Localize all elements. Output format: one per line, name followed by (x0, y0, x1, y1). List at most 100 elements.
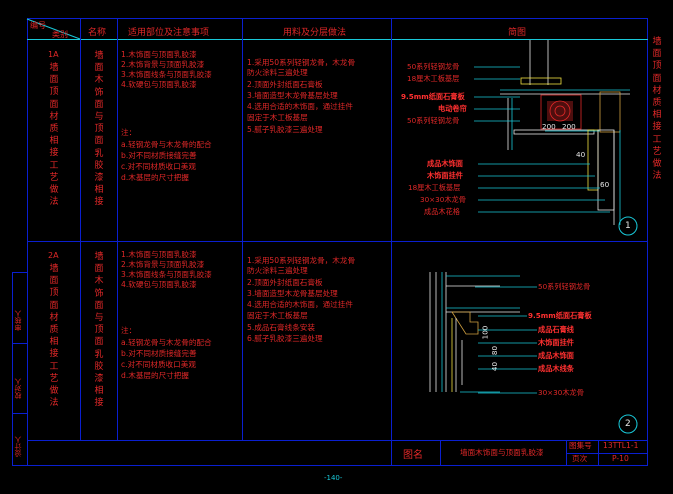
method-line: 防火涂料三遍处理 (247, 266, 308, 275)
method-line: 5.腻子乳胶漆三遍处理 (247, 125, 323, 134)
footer-col-1 (440, 440, 441, 466)
method-line: 4.选用合适的木饰面，通过挂件 (247, 102, 353, 111)
frame-top (27, 18, 648, 19)
callout: 50系列轻钢龙骨 (407, 62, 460, 71)
callout: 9.5mm纸面石膏板 (401, 92, 465, 101)
note-line: c.对不同材质收口美观 (121, 360, 196, 369)
method-line: 1.采用50系列轻钢龙骨，木龙骨 (247, 58, 356, 67)
drawing-label: 图名 (403, 450, 423, 461)
header-scope: 适用部位及注意事项 (128, 28, 210, 38)
header-sketch: 简图 (508, 28, 527, 38)
scope-line: 4.软硬包与顶面乳胶漆 (121, 280, 197, 289)
note-line: b.对不同材质接缝完善 (121, 349, 197, 358)
header-category: 类别 (52, 30, 68, 39)
designer-label: 设计人 (14, 436, 22, 457)
callout: 木饰面挂件 (538, 338, 574, 347)
scope-line: 3.木饰面线条与顶面乳胶漆 (121, 270, 212, 279)
row1-code: 1A (48, 50, 59, 59)
method-line: 3.墙面造型木龙骨基层处理 (247, 91, 338, 100)
side-title: 墙面顶面材质相接工艺做法 (652, 37, 662, 182)
header-name: 名称 (88, 28, 107, 38)
left-strip-div1 (12, 343, 28, 344)
dimension: 200 (562, 122, 576, 131)
method-line: 6.腻子乳胶漆三遍处理 (247, 334, 323, 343)
scope-line: 1.木饰面与顶面乳胶漆 (121, 50, 197, 59)
callout: 18厘木工板基层 (407, 74, 460, 83)
left-strip-bottom (12, 465, 28, 466)
method-line: 固定于木工板基层 (247, 113, 308, 122)
dimension: 200 (542, 122, 556, 131)
callout: 9.5mm纸面石膏板 (528, 311, 592, 320)
callout: 成品石膏线 (538, 325, 574, 334)
col-divider-1 (80, 18, 81, 441)
left-strip-div2 (12, 413, 28, 414)
callout: 成品木线条 (538, 364, 574, 373)
note-line: c.对不同材质收口美观 (121, 162, 196, 171)
dimension: 40 (490, 361, 500, 372)
notes-label: 注： (121, 128, 137, 137)
dimension: 80 (490, 345, 500, 356)
note-line: d.木基层的尺寸把握 (121, 173, 189, 182)
notes-label: 注： (121, 326, 137, 335)
row2-code: 2A (48, 251, 59, 260)
frame-right (647, 18, 648, 466)
set-no: 13TTL1-1 (603, 441, 639, 450)
header-code: 编号 (30, 21, 46, 30)
scope-line: 1.木饰面与顶面乳胶漆 (121, 250, 197, 259)
method-line: 5.成品石膏线条安装 (247, 323, 315, 332)
method-line: 防火涂料三遍处理 (247, 68, 308, 77)
checker-label: 校对人 (14, 378, 22, 399)
callout: 电动卷帘 (438, 104, 467, 113)
callout: 50系列轻钢龙骨 (538, 282, 591, 291)
scope-line: 2.木饰背景与顶面乳胶漆 (121, 260, 205, 269)
col-divider-2 (117, 18, 118, 441)
method-line: 2.顶面外封纸面石膏板 (247, 278, 323, 287)
note-line: a.轻钢龙骨与木龙骨的配合 (121, 338, 212, 347)
scope-line: 4.软硬包与顶面乳胶漆 (121, 80, 197, 89)
header-method: 用料及分层做法 (283, 28, 347, 38)
frame-left (27, 18, 28, 466)
detail-number: 1 (625, 221, 631, 231)
note-line: b.对不同材质接缝完善 (121, 151, 197, 160)
callout: 18厘木工板基层 (408, 183, 461, 192)
set-no-label: 图集号 (569, 441, 592, 450)
footer-divider (27, 440, 648, 441)
page-label: 页次 (572, 454, 588, 463)
callout: 成品木饰面 (538, 351, 574, 360)
row2-name: 墙面木饰面与顶面乳胶漆相接 (94, 252, 104, 409)
dimension: 100 (480, 325, 490, 340)
drawing-name: 墙面木饰面与顶面乳胶漆 (460, 448, 544, 457)
callout: 30×30木龙骨 (420, 195, 466, 204)
row2-category: 墙面顶面材质相接工艺做法 (49, 264, 59, 409)
callout: 30×30木龙骨 (538, 388, 584, 397)
method-line: 4.选用合适的木饰面，通过挂件 (247, 300, 353, 309)
callout: 成品木花格 (424, 207, 460, 216)
scope-line: 3.木饰面线条与顶面乳胶漆 (121, 70, 212, 79)
detail-number: 2 (625, 419, 631, 429)
dimension: 60 (600, 180, 610, 189)
page-value: P-10 (612, 454, 629, 463)
method-line: 3.墙面造型木龙骨基层处理 (247, 289, 338, 298)
frame-bottom (27, 465, 648, 466)
left-strip-left (12, 272, 13, 466)
note-line: d.木基层的尺寸把握 (121, 371, 189, 380)
col-divider-4 (391, 18, 392, 466)
scope-line: 2.木饰背景与顶面乳胶漆 (121, 60, 205, 69)
method-line: 1.采用50系列轻钢龙骨，木龙骨 (247, 256, 356, 265)
note-line: a.轻钢龙骨与木龙骨的配合 (121, 140, 212, 149)
row-divider (27, 241, 648, 242)
method-line: 2.顶面外封纸面石膏板 (247, 80, 323, 89)
header-divider (27, 39, 648, 40)
row1-category: 墙面顶面材质相接工艺做法 (49, 63, 59, 208)
method-line: 固定于木工板基层 (247, 311, 308, 320)
callout: 50系列轻钢龙骨 (407, 116, 460, 125)
footer-mid (566, 453, 648, 454)
callout: 成品木饰面 (427, 159, 463, 168)
reviewer-label: 审核人 (14, 310, 22, 331)
col-divider-3 (242, 18, 243, 441)
page-number: -140- (324, 474, 343, 482)
left-strip-top (12, 272, 28, 273)
